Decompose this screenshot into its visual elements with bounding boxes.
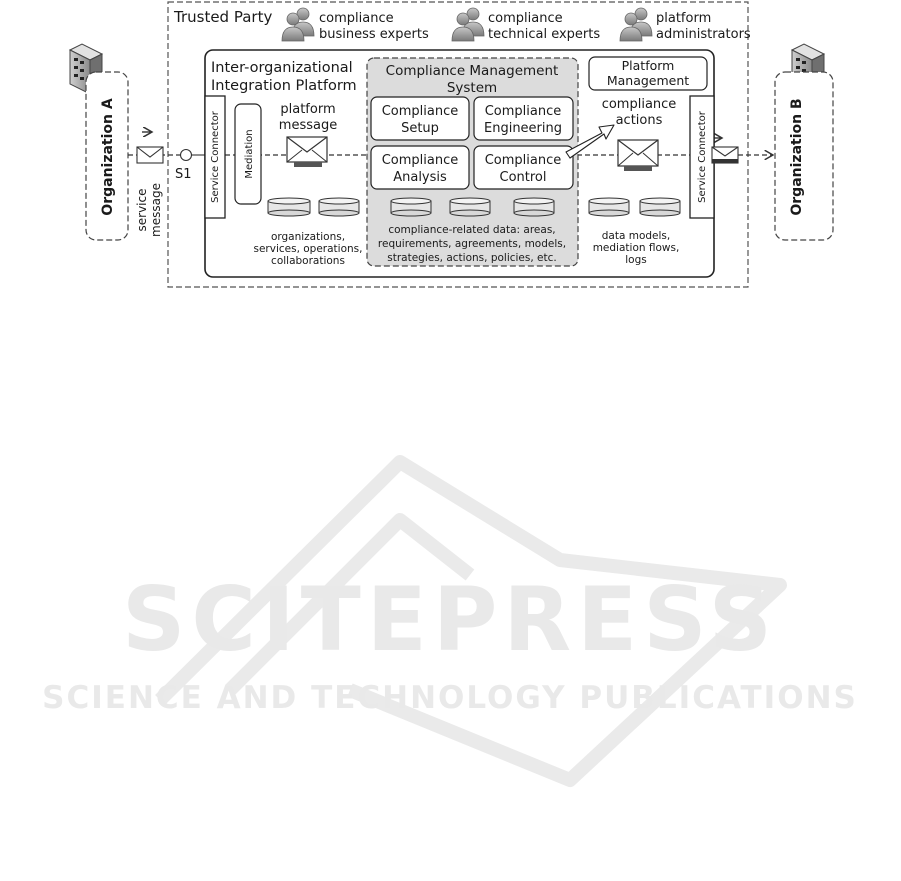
platform-management-component: Platform Management <box>588 56 708 91</box>
platform-data-right-line2: mediation flows, <box>593 242 680 254</box>
service-message-envelope-icon <box>136 146 164 164</box>
database-icon <box>449 197 491 217</box>
database-icon <box>513 197 555 217</box>
role-label-line2: business experts <box>319 27 429 42</box>
cms-data-line1: compliance-related data: areas, <box>388 224 555 236</box>
trusted-party-label: Trusted Party <box>173 8 272 26</box>
platform-data-left-line2: services, operations, <box>254 243 363 255</box>
compliance-actions-label-line1: compliance <box>602 97 677 112</box>
organization-a: Organization A <box>68 43 129 241</box>
module-label-line1: Compliance <box>485 153 562 168</box>
role-label-line1: platform <box>656 11 711 26</box>
module-label-line2: Engineering <box>484 121 562 136</box>
cms-title-line1: Compliance Management <box>386 63 559 79</box>
database-icon <box>588 197 630 217</box>
compliance-action-arrow-icon <box>565 124 615 159</box>
platform-title-line2: Integration Platform <box>211 78 357 94</box>
watermark-tagline: SCIENCE AND TECHNOLOGY PUBLICATIONS <box>42 680 858 716</box>
interface-s1: S1 <box>175 148 205 182</box>
compliance-setup-module: Compliance Setup <box>370 96 470 141</box>
organization-a-pool <box>85 71 129 241</box>
service-message-label-line2: message <box>149 183 163 237</box>
organization-b-label: Organization B <box>789 98 805 215</box>
compliance-actions-label-line2: actions <box>616 113 663 128</box>
role-business-experts: compliance business experts <box>281 7 429 42</box>
platform-message-label-line1: platform <box>280 102 335 117</box>
service-connector-right: Service Connector <box>689 95 715 219</box>
platform-data-right-line1: data models, <box>602 230 671 242</box>
organization-a-label: Organization A <box>100 98 116 216</box>
service-connector-left: Service Connector <box>204 95 226 219</box>
outgoing-message-envelope-icon <box>711 146 739 164</box>
module-label-line2: Setup <box>401 121 439 136</box>
module-label-line2: Control <box>500 170 547 185</box>
platform-data-right-line3: logs <box>625 254 646 266</box>
mediation-component: Mediation <box>234 103 262 205</box>
platform-management-line1: Platform <box>622 58 675 73</box>
cms-data-line2: requirements, agreements, models, <box>378 238 566 250</box>
organization-b-pool <box>774 71 834 241</box>
people-icon <box>451 7 485 42</box>
database-icon <box>318 197 360 217</box>
role-label-line1: compliance <box>319 11 394 26</box>
service-message-label-line1: service <box>135 189 149 232</box>
compliance-control-module: Compliance Control <box>473 145 574 190</box>
cms-data-line3: strategies, actions, policies, etc. <box>387 252 556 264</box>
role-platform-administrators: platform administrators <box>619 7 751 42</box>
platform-data-left-line1: organizations, <box>271 231 345 243</box>
compliance-analysis-module: Compliance Analysis <box>370 145 470 190</box>
role-label-line2: administrators <box>656 27 751 42</box>
database-icon <box>267 197 311 217</box>
platform-management-line2: Management <box>607 73 689 88</box>
trusted-party-boundary <box>167 1 749 288</box>
module-label-line2: Analysis <box>393 170 447 185</box>
cms-title-line2: System <box>447 80 497 96</box>
compliance-actions-envelope-icon <box>617 139 659 171</box>
platform-title-line1: Inter-organizational <box>211 60 353 76</box>
service-connector-left-label: Service Connector <box>210 110 221 203</box>
platform-message-envelope-icon <box>286 136 328 167</box>
service-connector-right-label: Service Connector <box>697 110 708 203</box>
role-label-line1: compliance <box>488 11 563 26</box>
interface-circle-icon <box>179 148 193 162</box>
interface-s1-label: S1 <box>175 167 192 182</box>
people-icon <box>619 7 653 42</box>
database-icon <box>639 197 681 217</box>
module-label-line1: Compliance <box>485 104 562 119</box>
watermark-logo <box>155 455 787 787</box>
module-label-line1: Compliance <box>382 153 459 168</box>
platform-message-label-line2: message <box>279 118 337 133</box>
platform-data-left-line3: collaborations <box>271 255 345 267</box>
module-label-line1: Compliance <box>382 104 459 119</box>
compliance-engineering-module: Compliance Engineering <box>473 96 574 141</box>
watermark: SCITEPRESS SCIENCE AND TECHNOLOGY PUBLIC… <box>42 455 858 787</box>
database-icon <box>390 197 432 217</box>
organization-b: Organization B <box>774 43 834 241</box>
mediation-label: Mediation <box>244 129 255 178</box>
role-technical-experts: compliance technical experts <box>451 7 600 42</box>
people-icon <box>281 7 315 42</box>
role-label-line2: technical experts <box>488 27 600 42</box>
watermark-brand: SCITEPRESS <box>122 568 778 671</box>
